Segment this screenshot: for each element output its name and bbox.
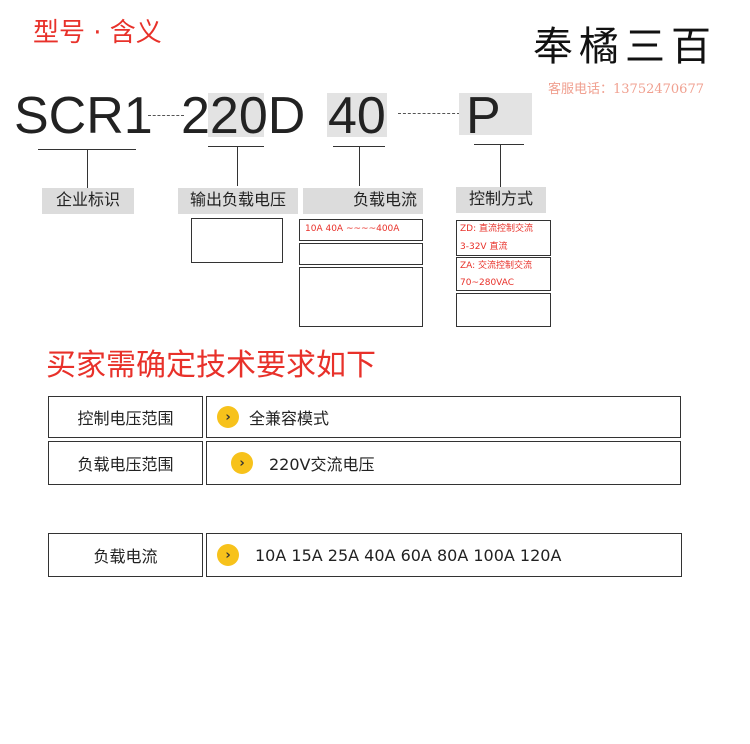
req-label-control-voltage: 控制电压范围 xyxy=(48,396,203,438)
control-zd-box: ZD: 直流控制交流 3-32V 直流 xyxy=(456,220,551,256)
load-current-box-3 xyxy=(299,267,423,327)
contact-phone: 客服电话：13752470677 xyxy=(548,82,704,97)
label-output-voltage: 输出负载电压 xyxy=(178,188,298,214)
req-value-text: 全兼容模式 xyxy=(249,409,330,428)
bracket-output-voltage xyxy=(208,146,264,147)
chevron-right-icon: › xyxy=(217,406,239,428)
chevron-right-icon: › xyxy=(217,544,239,566)
model-highlight-40 xyxy=(327,93,387,137)
output-voltage-box xyxy=(191,218,283,263)
req-label-text: 控制电压范围 xyxy=(77,409,174,428)
connector-enterprise xyxy=(87,149,88,189)
control-za-box: ZA: 交流控制交流 70~280VAC xyxy=(456,257,551,291)
control-zd-line2: 3-32V 直流 xyxy=(460,242,508,252)
label-enterprise: 企业标识 xyxy=(42,188,134,214)
model-highlight-p xyxy=(459,93,532,135)
requirements-title: 买家需确定技术要求如下 xyxy=(46,348,376,383)
req-label-load-current: 负载电流 xyxy=(48,533,203,577)
model-part-p: P xyxy=(466,87,501,145)
model-part-scr1: SCR1 xyxy=(14,87,153,145)
req-value-load-current: › 10A 15A 25A 40A 60A 80A 100A 120A xyxy=(206,533,682,577)
req-value-text: 10A 15A 25A 40A 60A 80A 100A 120A xyxy=(255,545,562,565)
label-load-current: 负载电流 xyxy=(303,188,423,214)
model-dash-1 xyxy=(148,115,184,116)
req-value-control-voltage: › 全兼容模式 xyxy=(206,396,681,438)
req-label-load-voltage: 负载电压范围 xyxy=(48,441,203,485)
load-current-range-text: 10A 40A ~~~~400A xyxy=(305,224,400,234)
model-highlight-220 xyxy=(208,93,264,137)
brand-logo: 奉橘三百 xyxy=(533,24,717,70)
model-part-220d: 220D xyxy=(181,87,306,145)
chevron-right-icon: › xyxy=(231,452,253,474)
connector-output-voltage xyxy=(237,146,238,186)
control-za-line2: 70~280VAC xyxy=(460,278,515,288)
connector-load-current xyxy=(359,146,360,186)
req-value-load-voltage: › 220V交流电压 xyxy=(206,441,681,485)
model-dash-2 xyxy=(398,113,460,114)
control-za-line1: ZA: 交流控制交流 xyxy=(460,261,533,271)
req-label-text: 负载电压范围 xyxy=(77,455,174,474)
load-current-box-2 xyxy=(299,243,423,265)
load-current-range-box: 10A 40A ~~~~400A xyxy=(299,219,423,241)
control-mode-box-3 xyxy=(456,293,551,327)
page-title: 型号 · 含义 xyxy=(33,18,162,48)
label-control-mode: 控制方式 xyxy=(456,187,546,213)
bracket-control-mode xyxy=(474,144,524,145)
model-part-40: 40 xyxy=(328,87,386,145)
control-zd-line1: ZD: 直流控制交流 xyxy=(460,224,533,234)
req-label-text: 负载电流 xyxy=(93,547,158,566)
req-value-text: 220V交流电压 xyxy=(269,455,375,474)
connector-control-mode xyxy=(500,144,501,188)
